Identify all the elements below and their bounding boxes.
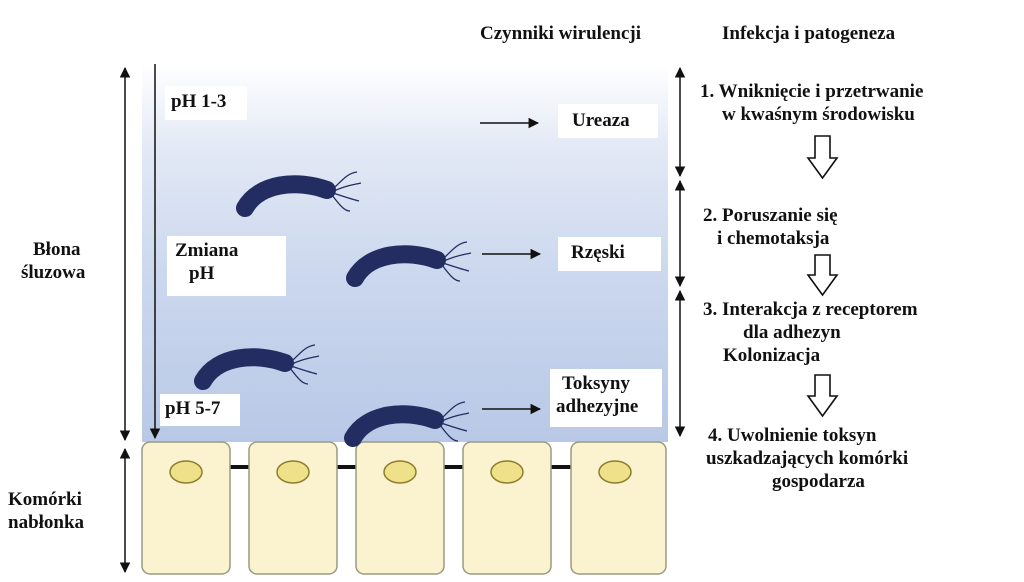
infection-pathogenesis-header: Infekcja i patogeneza: [722, 23, 896, 44]
step1-down-arrow-icon: [806, 135, 839, 180]
factor-flagella: Rzęski: [558, 237, 661, 271]
bacterium-icon: [194, 344, 320, 390]
bacterium-icon: [236, 171, 362, 217]
mucosa-label-line1: Błona: [33, 239, 81, 260]
epithelium-label: Komórki nabłonka: [8, 488, 84, 534]
step-3-line1: 3. Interakcja z receptorem: [703, 299, 918, 320]
factor-flagella-text: Rzęski: [571, 242, 625, 263]
epithelium-label-line2: nabłonka: [8, 512, 85, 533]
factor-urease-text: Ureaza: [572, 110, 630, 131]
step-4-line1: 4. Uwolnienie toksyn: [708, 425, 877, 446]
step-2-line2: i chemotaksja: [717, 228, 830, 249]
step-1: 1. Wniknięcie i przetrwanie w kwaśnym śr…: [700, 80, 923, 126]
bacterium-icon: [344, 401, 470, 447]
epithelial-cell-icon: [355, 441, 445, 575]
step-4-line2: uszkadzających komórki: [706, 448, 909, 469]
step-4: 4. Uwolnienie toksyn uszkadzających komó…: [706, 424, 909, 493]
epithelial-cell-icon: [462, 441, 552, 575]
mucosa-label: Błona śluzowa: [21, 238, 85, 284]
step-2-line1: 2. Poruszanie się: [703, 205, 838, 226]
step-1-line2: w kwaśnym środowisku: [722, 104, 915, 125]
ph-change-line1: Zmiana: [175, 240, 239, 261]
step-2: 2. Poruszanie się i chemotaksja: [703, 204, 838, 250]
ph-bottom-text: pH 5-7: [165, 398, 221, 419]
step-3: 3. Interakcja z receptorem dla adhezyn K…: [703, 298, 918, 367]
factor-toxins: Toksyny adhezyjne: [550, 369, 662, 427]
factor-toxins-line1: Toksyny: [562, 373, 630, 394]
ph-top-text: pH 1-3: [171, 91, 227, 112]
epithelial-cell-icon: [141, 441, 231, 575]
step-3-line2: dla adhezyn: [743, 322, 841, 343]
step-3-line3: Kolonizacja: [723, 345, 821, 366]
epithelial-cell-icon: [570, 441, 667, 575]
factor-toxins-line2: adhezyjne: [556, 396, 639, 417]
step3-down-arrow-icon: [806, 374, 839, 418]
virulence-factors-header: Czynniki wirulencji: [480, 23, 641, 44]
mucosa-label-line2: śluzowa: [21, 262, 86, 283]
step-4-line3: gospodarza: [772, 471, 865, 492]
epithelium-label-line1: Komórki: [8, 489, 82, 510]
step-1-line1: 1. Wniknięcie i przetrwanie: [700, 81, 924, 102]
epithelial-cell-icon: [248, 441, 338, 575]
bacterium-icon: [346, 241, 472, 287]
ph-change-line2: pH: [189, 263, 215, 284]
factor-urease: Ureaza: [558, 104, 658, 138]
ph-change-label: Zmiana pH: [167, 236, 286, 296]
step2-down-arrow-icon: [806, 254, 839, 297]
ph-top-label: pH 1-3: [165, 86, 247, 120]
ph-bottom-label: pH 5-7: [160, 394, 240, 426]
